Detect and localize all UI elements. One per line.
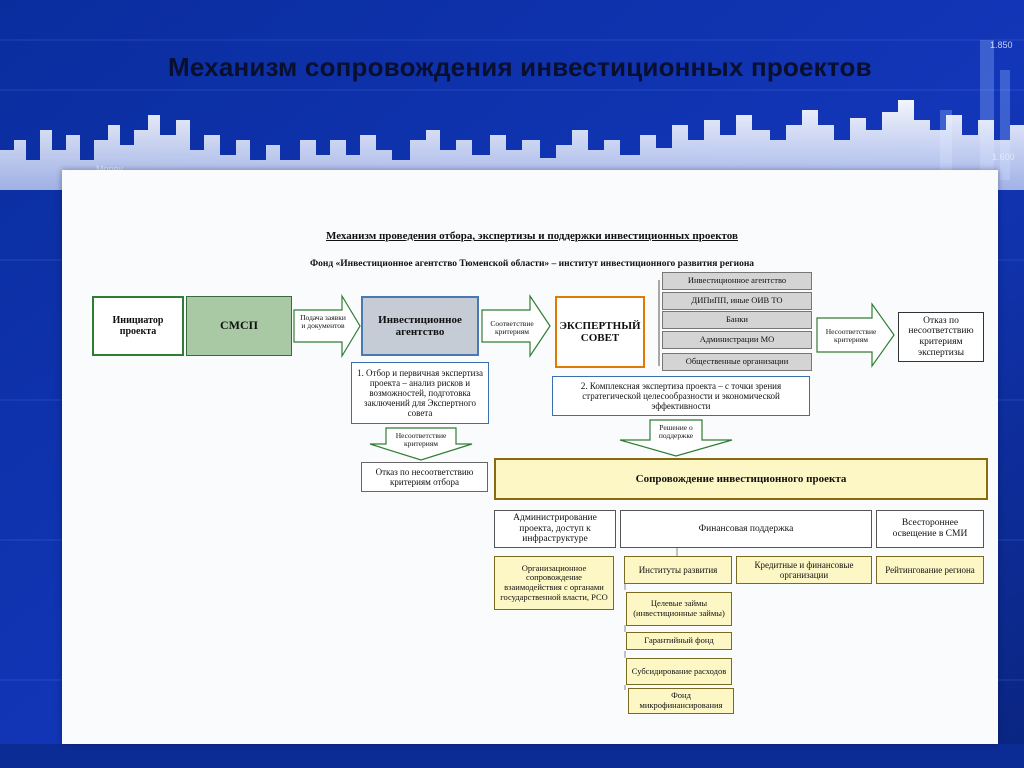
refusal-selection-box: Отказ по несоответствию критериям отбора [361,462,488,492]
category-media: Всестороннее освещение в СМИ [876,510,984,548]
diagram-heading: Механизм проведения отбора, экспертизы и… [326,230,738,242]
finance-item: Гарантийный фонд [626,632,732,650]
agency-note: 1. Отбор и первичная экспертиза проекта … [351,362,489,424]
tick-label: 1.850 [990,40,1013,50]
tick-label: Money [96,164,124,174]
support-box: Сопровождение инвестиционного проекта [494,458,988,500]
connector-lines [293,280,895,690]
expert-member: Инвестиционное агентство [662,272,812,290]
arrow-match-label: Соответствие критериям [490,319,534,337]
arrow-mismatch-right-label: Несоответствие критериям [825,327,877,345]
arrow-mismatch-right [816,302,895,368]
expert-member: Администрации МО [662,331,812,349]
expert-note: 2. Комплексная экспертиза проекта – с то… [552,376,810,416]
finance-item: Кредитные и финансовые организации [736,556,872,584]
media-item: Рейтингование региона [876,556,984,584]
arrow-match [481,294,551,358]
agency-box: Инвестиционное агентство [361,296,479,356]
expert-member: Общественные организации [662,353,812,371]
arrow-submit [293,293,361,359]
refusal-expertise-box: Отказ по несоответствию критериям экспер… [898,312,984,362]
tick-label: 1.600 [992,152,1015,162]
arrow-mismatch-down [369,427,473,461]
arrow-mismatch-down-label: Несоответствие критериям [395,431,447,449]
finance-item: Фонд микрофинансирования [628,688,734,714]
arrow-decision-label: Решение о поддержке [658,423,694,441]
category-finance: Финансовая поддержка [620,510,872,548]
slide-title: Механизм сопровождения инвестиционных пр… [168,52,872,82]
finance-item: Институты развития [624,556,732,584]
arrow-decision [619,419,733,457]
finance-item: Субсидирование расходов [626,658,732,685]
diagram-subheading: Фонд «Инвестиционное агентство Тюменской… [309,259,755,269]
expert-council-box: ЭКСПЕРТНЫЙ СОВЕТ [555,296,645,368]
expert-member: ДИПиПП, иные ОИВ ТО [662,292,812,310]
admin-item: Организационное сопровождение взаимодейс… [494,556,614,610]
arrow-submit-label: Подача заявки и документов [300,313,346,331]
category-admin: Администрирование проекта, доступ к инфр… [494,510,616,548]
expert-member: Банки [662,311,812,329]
smsp-box: СМСП [186,296,292,356]
finance-item: Целевые займы (инвестиционные займы) [626,592,732,626]
diagram-panel: Механизм проведения отбора, экспертизы и… [62,170,998,744]
initiator-box: Инициатор проекта [92,296,184,356]
